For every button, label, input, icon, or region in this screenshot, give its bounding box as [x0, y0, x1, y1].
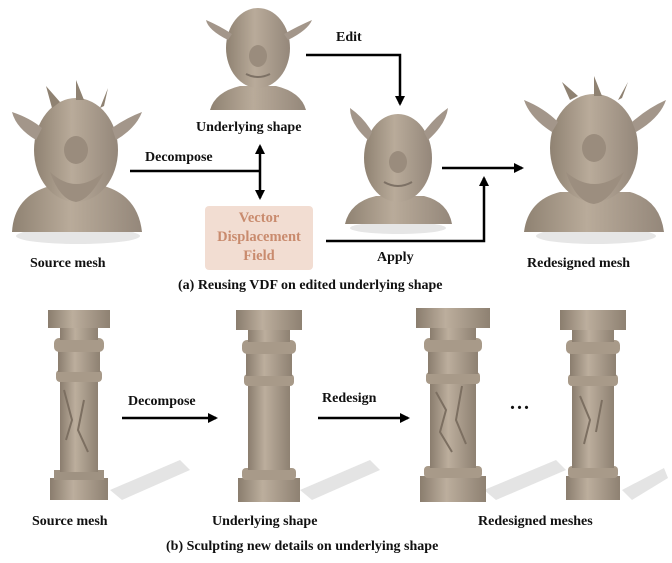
b-decompose-label: Decompose	[128, 394, 196, 410]
edit-arrow	[306, 55, 400, 104]
apply-label: Apply	[377, 250, 414, 266]
vdf-label-line2: Displacement	[205, 228, 313, 247]
underlying-shape-label: Underlying shape	[196, 120, 301, 136]
decompose-label: Decompose	[145, 150, 213, 166]
redesigned-mesh-label: Redesigned mesh	[527, 256, 630, 272]
vdf-label-line3: Field	[205, 247, 313, 266]
underlying-head-mesh	[206, 8, 312, 110]
b-redesign-label: Redesign	[322, 391, 376, 407]
caption-b: (b) Sculpting new details on underlying …	[166, 539, 438, 555]
source-mesh-label: Source mesh	[30, 256, 106, 272]
b-underlying-shape-label: Underlying shape	[212, 514, 317, 530]
ellipsis: ...	[510, 392, 531, 415]
redesigned-pillar-mesh-1	[416, 308, 566, 502]
caption-a: (a) Reusing VDF on edited underlying sha…	[178, 278, 442, 294]
redesigned-meshes-label: Redesigned meshes	[478, 514, 593, 530]
redesigned-head-mesh	[524, 76, 666, 244]
vdf-label: Vector Displacement Field	[205, 209, 313, 266]
b-source-mesh-label: Source mesh	[32, 514, 108, 530]
edited-head-mesh	[345, 108, 452, 234]
redesigned-pillar-mesh-2	[560, 310, 668, 500]
source-head-mesh	[12, 80, 142, 244]
vdf-label-line1: Vector	[205, 209, 313, 228]
edit-label: Edit	[336, 30, 362, 46]
